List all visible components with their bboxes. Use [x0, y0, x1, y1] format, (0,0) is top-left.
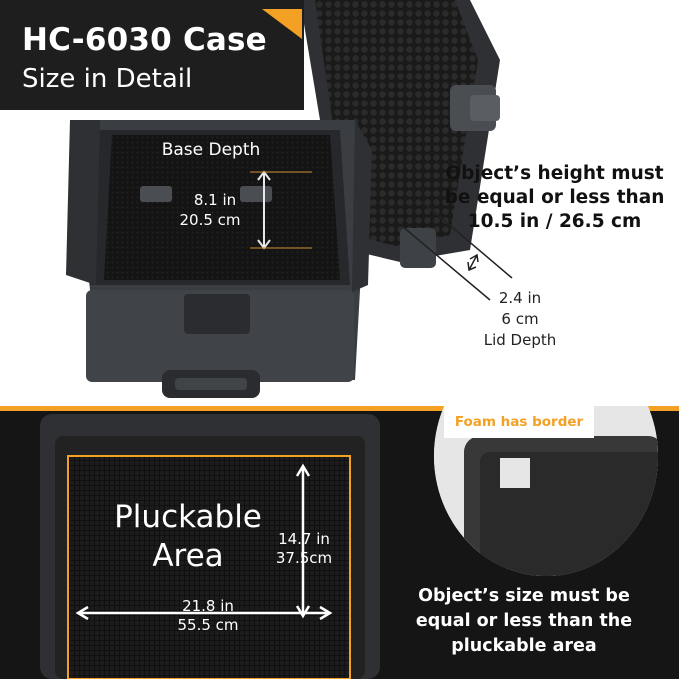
foam-border-detail [434, 406, 658, 576]
page-title: HC-6030 Case [22, 22, 267, 58]
pluckable-line1: Pluckable [114, 499, 262, 535]
case-base [66, 120, 372, 398]
pluckable-area-illustration [40, 414, 380, 679]
pluckable-width-cm: 55.5 cm [177, 616, 239, 634]
pluckable-height-inches: 14.7 in [278, 530, 330, 548]
height-requirement: Object’s height must be equal or less th… [432, 162, 677, 234]
height-requirement-line1: Object’s height must [445, 163, 664, 184]
base-depth-inches: 8.1 in [193, 191, 237, 209]
lid-depth-label: Lid Depth [483, 331, 557, 349]
pluckable-height-text: 14.7 in 37.5cm [266, 530, 342, 568]
title-accent-triangle [262, 9, 302, 39]
foam-border-label: Foam has border [444, 406, 594, 438]
accent-divider [0, 406, 679, 411]
title-panel [0, 0, 304, 110]
page-subtitle: Size in Detail [22, 64, 193, 94]
height-requirement-line3: 10.5 in / 26.5 cm [467, 211, 642, 232]
pluckable-area-outline [67, 455, 351, 679]
lid-depth-inches: 2.4 in [498, 289, 542, 307]
lid-depth-cm: 6 cm [501, 310, 539, 328]
base-depth-label: Base Depth [161, 140, 261, 160]
height-requirement-line2: be equal or less than [444, 187, 665, 208]
pluckable-width-inches: 21.8 in [182, 597, 234, 615]
pluckable-area-label: Pluckable Area [103, 498, 273, 576]
lid-depth-arrow [401, 199, 513, 301]
pluckable-height-arrow [295, 463, 311, 619]
object-size-line1: Object’s size must be [418, 586, 630, 606]
lid-depth-text: 2.4 in 6 cm Lid Depth [470, 288, 570, 351]
object-size-requirement: Object’s size must be equal or less than… [404, 584, 644, 659]
object-size-line3: pluckable area [451, 636, 597, 656]
pluckable-width-text: 21.8 in 55.5 cm [168, 597, 248, 635]
pluckable-line2: Area [152, 538, 224, 574]
case-illustration [66, 0, 513, 398]
pluckable-width-arrow [75, 605, 333, 621]
object-size-line2: equal or less than the [415, 611, 633, 631]
pluckable-height-cm: 37.5cm [275, 549, 333, 567]
base-depth-cm: 20.5 cm [179, 211, 241, 229]
